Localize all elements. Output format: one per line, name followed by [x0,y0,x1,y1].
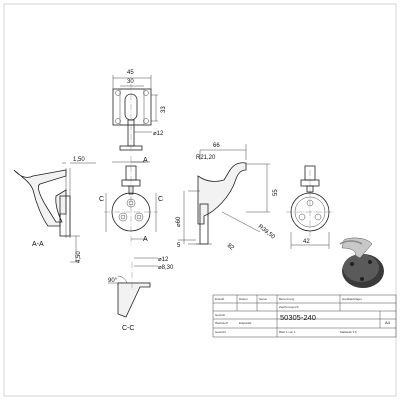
end-view: 42 [286,165,334,249]
title-block: Erstellt Datum Name Geprüft Benennung Ha… [212,294,397,338]
tb-text-2: Name [259,297,267,301]
section-cc-label: C-C [122,325,134,332]
front-section-mark-a-top: A [143,157,148,164]
section-cc-inner-dia: ⌀8,30 [158,265,174,271]
isometric-render [339,237,384,288]
tb-text-10: Maßstab 1:5 [340,330,357,334]
tb-text-3: Geprüft [215,313,225,317]
top-view: 45 30 33 ⌀12 [112,70,167,152]
side-height-dim: 55 [273,189,279,196]
part-number: 50305-240 [280,313,316,322]
end-width-dim: 42 [303,239,310,245]
tb-text-11: Edelstahl [239,321,252,325]
side-plate-dia-dim: ⌀60 [176,216,182,227]
side-diagonal-dim: 82 [226,243,235,252]
tb-text-6: Zeichnungs-Nr. [279,305,300,309]
tb-text-4: Benennung [279,297,295,301]
side-large-radius-dim: R39,50 [257,224,276,241]
side-view: 66 R21,20 55 R39,50 82 ⌀60 5 [176,143,279,252]
sheet-format: A4 [385,320,391,325]
section-aa-label: A-A [32,241,44,248]
top-diameter-dim: ⌀12 [153,131,164,137]
section-cc-view: ⌀12 ⌀8,30 90° C-C [108,257,174,332]
front-view: A C C A [99,156,163,246]
sheet-border [3,3,397,397]
side-width-dim: 66 [213,143,220,149]
tb-text-1: Datum [239,297,248,301]
section-aa-lip-dim: 1,50 [73,157,85,163]
top-height-dim: 33 [161,106,167,113]
tb-text-0: Erstellt [215,297,224,301]
tb-text-7: Blatt 1 von 1 [279,330,296,334]
section-cc-outer-dia: ⌀12 [158,257,169,263]
section-aa-thick-dim: 4,50 [76,251,82,263]
front-section-mark-a-bottom: A [143,236,148,243]
section-cc-angle-dim: 90° [108,278,118,284]
tb-text-5: Handlaufträger [342,297,362,301]
side-small-radius-dim: R21,20 [196,155,216,161]
top-width-inner-dim: 30 [127,79,134,85]
top-width-outer-dim: 45 [127,70,134,76]
side-base-dim: 5 [177,243,181,249]
front-section-mark-c-right: C [158,196,163,203]
tb-text-9: Gewicht [215,330,226,334]
tb-text-8: Werkstoff [215,321,228,325]
section-aa-view: 1,50 4,50 A-A [13,157,96,263]
front-section-mark-c-left: C [99,196,104,203]
